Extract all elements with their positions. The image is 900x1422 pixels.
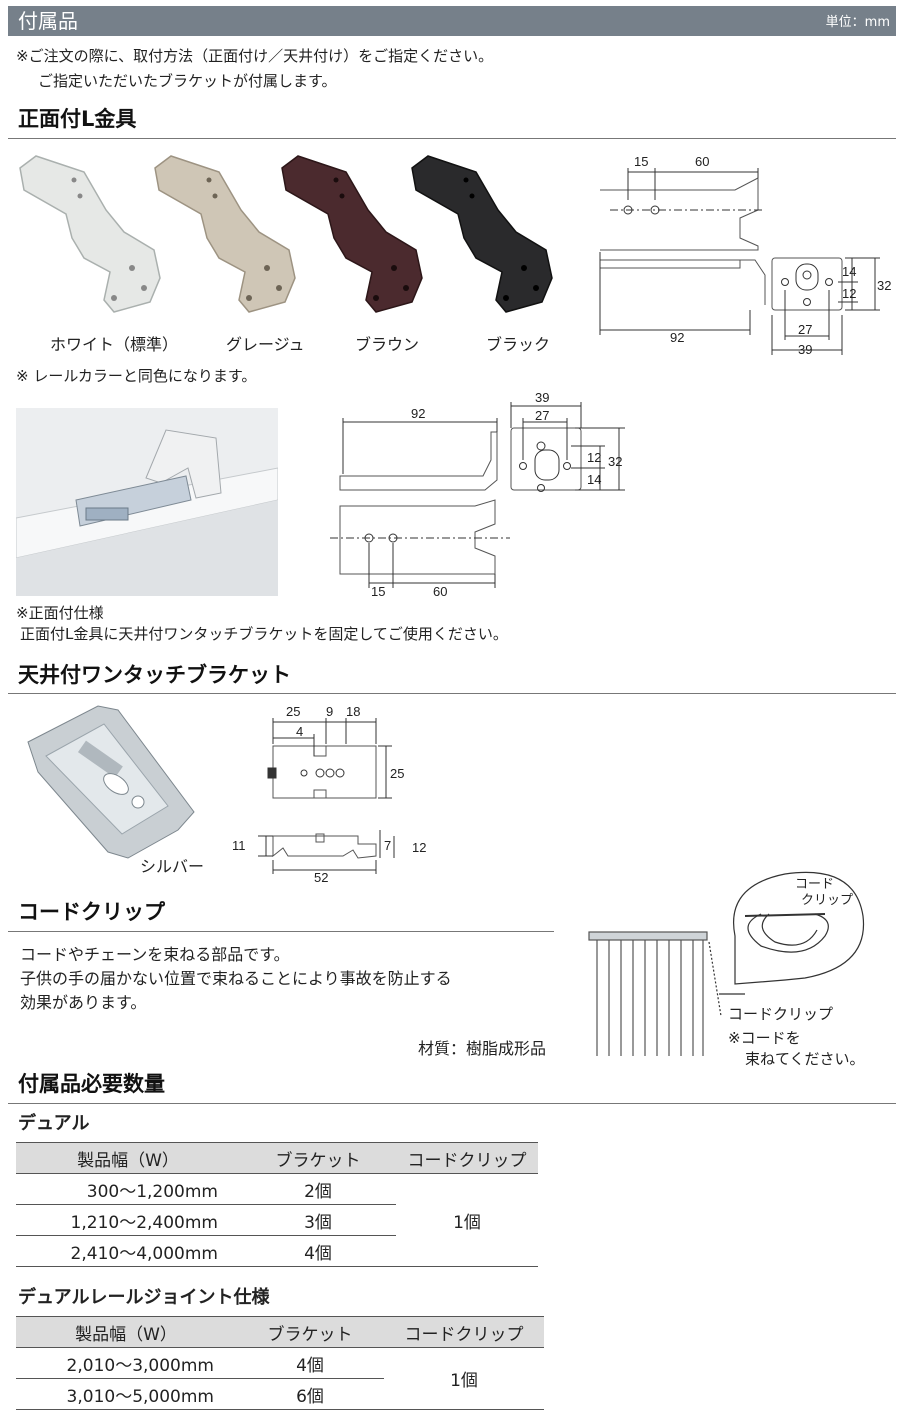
color-label-greige: グレージュ (226, 335, 305, 354)
col-width: 製品幅（W） (16, 1142, 240, 1174)
ceiling-bracket-divider (8, 693, 896, 694)
quantities-divider (8, 1103, 896, 1104)
dim-27: 27 (798, 322, 812, 337)
col-width: 製品幅（W） (16, 1316, 236, 1348)
dim-14: 14 (842, 264, 856, 279)
col-clips: コードクリップ (396, 1142, 538, 1174)
cord-clip-desc-3: 効果があります。 (20, 993, 147, 1012)
cord-clip-divider (8, 931, 554, 932)
cord-clip-note-1: ※コードを (728, 1029, 801, 1047)
front-spec-note-title: ※正面付仕様 (16, 604, 104, 622)
row-clips: 1個 (396, 1173, 538, 1267)
dim-7: 7 (384, 838, 391, 853)
row-brackets: 4個 (236, 1347, 384, 1379)
ceiling-bracket-drawing: 25 9 18 4 25 11 7 12 52 (228, 698, 443, 888)
front-bracket-heading: 正面付L金具 (18, 107, 137, 131)
row-brackets: 3個 (240, 1204, 396, 1236)
bracket-photo-row (14, 150, 574, 340)
page-title: 付属品 (18, 9, 78, 33)
dim-15: 15 (634, 154, 648, 169)
front-bracket-divider (8, 138, 896, 139)
front-installation-photo (16, 408, 278, 596)
dim-25b: 25 (390, 766, 404, 781)
bracket-black-image (411, 155, 553, 313)
col-brackets: ブラケット (236, 1316, 384, 1348)
dim-4: 4 (296, 724, 303, 739)
table-row: 2,410〜4,000mm 4個 (16, 1235, 538, 1267)
table-row: 2,010〜3,000mm 4個 1個 (16, 1347, 544, 1410)
dim-52: 52 (314, 870, 328, 885)
row-width: 3,010〜5,000mm (16, 1378, 236, 1410)
section-header-bar: 付属品 単位：mm (8, 6, 896, 36)
dim-14b: 14 (587, 472, 601, 487)
row-brackets: 4個 (240, 1235, 396, 1267)
front-spec-drawing: 92 39 27 12 14 32 15 60 (325, 388, 645, 603)
cord-clip-desc-1: コードやチェーンを束ねる部品です。 (20, 945, 290, 964)
callout-label-1: コード (795, 876, 834, 891)
cord-clip-material: 材質：樹脂成形品 (418, 1039, 547, 1058)
dim-18: 18 (346, 704, 360, 719)
quantities-heading: 付属品必要数量 (18, 1072, 165, 1096)
dim-60b: 60 (433, 584, 447, 599)
color-label-brown: ブラウン (355, 335, 420, 354)
ceiling-bracket-heading: 天井付ワンタッチブラケット (18, 663, 291, 687)
dim-92: 92 (670, 330, 684, 345)
table-row: 1,210〜2,400mm 3個 (16, 1204, 538, 1236)
dim-15b: 15 (371, 584, 385, 599)
ceiling-bracket-photo (18, 702, 198, 862)
row-brackets: 6個 (236, 1378, 384, 1410)
table-row: 300〜1,200mm 2個 1個 (16, 1173, 538, 1267)
row-width: 300〜1,200mm (16, 1173, 240, 1205)
table-dual-title: デュアル (18, 1113, 90, 1134)
cord-clip-note-2: 束ねてください。 (745, 1050, 865, 1068)
cord-clip-heading: コードクリップ (18, 900, 165, 924)
row-width: 2,410〜4,000mm (16, 1235, 240, 1267)
dim-39: 39 (798, 342, 812, 357)
col-clips: コードクリップ (384, 1316, 544, 1348)
ceiling-bracket-finish: シルバー (140, 857, 205, 876)
color-label-white: ホワイト（標準） (50, 335, 179, 354)
dim-12b: 12 (587, 450, 601, 465)
dim-12: 12 (842, 286, 856, 301)
color-note: ※ レールカラーと同色になります。 (16, 367, 257, 385)
front-spec-note-body: 正面付L金具に天井付ワンタッチブラケットを固定してご使用ください。 (20, 625, 508, 643)
dim-32b: 32 (608, 454, 622, 469)
dim-25a: 25 (286, 704, 300, 719)
row-clips: 1個 (384, 1347, 544, 1410)
bracket-greige-image (154, 155, 296, 313)
dim-11: 11 (232, 838, 246, 853)
table-dual: 製品幅（W） ブラケット コードクリップ 300〜1,200mm 2個 1個 1… (16, 1142, 538, 1267)
color-label-black: ブラック (486, 335, 551, 354)
dim-32: 32 (877, 278, 891, 293)
callout-label-2: クリップ (801, 892, 853, 907)
dim-92b: 92 (411, 406, 425, 421)
unit-label: 単位：mm (825, 15, 890, 30)
table-joint-title: デュアルレールジョイント仕様 (18, 1287, 270, 1308)
dim-60: 60 (695, 154, 709, 169)
col-brackets: ブラケット (240, 1142, 396, 1174)
table-dual-joint: 製品幅（W） ブラケット コードクリップ 2,010〜3,000mm 4個 1個… (16, 1316, 544, 1410)
cord-clip-pointer-label: コードクリップ (728, 1005, 834, 1023)
bracket-brown-image (281, 155, 423, 313)
dim-9: 9 (326, 704, 333, 719)
cord-clip-desc-2: 子供の手の届かない位置で束ねることにより事故を防止する (20, 969, 452, 988)
intro-line-2: ご指定いただいたブラケットが付属します。 (38, 72, 337, 90)
dim-39b: 39 (535, 390, 549, 405)
row-width: 1,210〜2,400mm (16, 1204, 240, 1236)
table-row: 3,010〜5,000mm 6個 (16, 1378, 544, 1410)
front-bracket-drawing: 15 60 92 14 12 32 27 39 (590, 150, 895, 360)
cord-clip-illustration: コード クリップ (585, 866, 885, 1066)
dim-12c: 12 (412, 840, 426, 855)
intro-line-1: ※ご注文の際に、取付方法（正面付け／天井付け）をご指定ください。 (16, 47, 494, 65)
dim-27b: 27 (535, 408, 549, 423)
bracket-white-image (19, 155, 161, 313)
row-width: 2,010〜3,000mm (16, 1347, 236, 1379)
row-brackets: 2個 (240, 1173, 396, 1205)
